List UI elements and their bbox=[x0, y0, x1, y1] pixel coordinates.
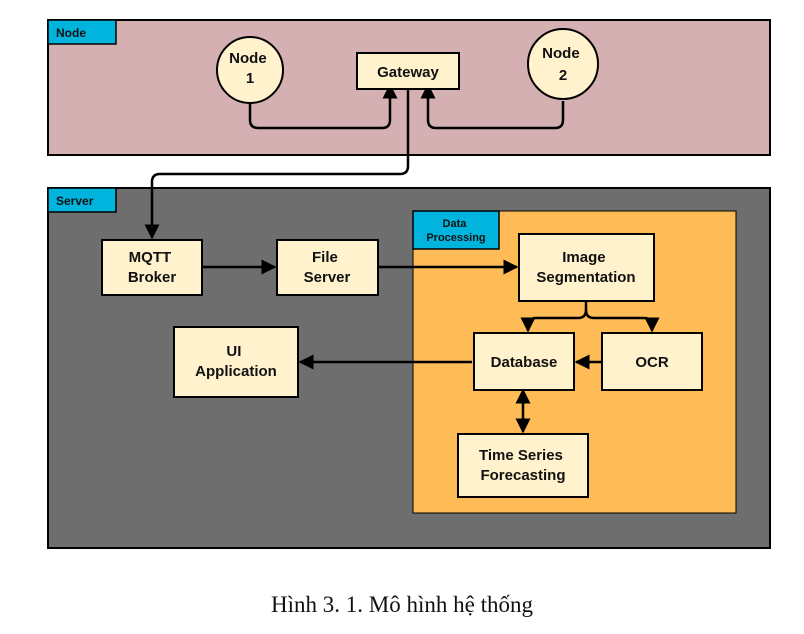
node-region-tag bbox=[47, 19, 117, 45]
file-server-label: File Server bbox=[304, 249, 351, 286]
database-box: Database bbox=[473, 332, 575, 391]
ui-application-box: UI Application bbox=[173, 326, 299, 398]
server-region-label: Server bbox=[56, 194, 94, 208]
node-1-label: Node 1 bbox=[229, 50, 271, 87]
edge-gateway-mqtt bbox=[144, 89, 410, 240]
connectors bbox=[144, 83, 660, 434]
node-region-label: Node bbox=[56, 26, 86, 40]
data-processing-label: Data Processing bbox=[426, 218, 485, 244]
node-2: Node 2 bbox=[527, 28, 599, 100]
node-1: Node 1 bbox=[216, 36, 284, 104]
ocr-box: OCR bbox=[601, 332, 703, 391]
mqtt-broker-box: MQTT Broker bbox=[101, 239, 203, 296]
server-region-tag bbox=[47, 187, 117, 213]
file-server-box: File Server bbox=[276, 239, 379, 296]
time-series-forecasting-label: Time Series Forecasting bbox=[479, 447, 567, 484]
data-processing-region-tag bbox=[412, 210, 500, 250]
gateway-label: Gateway bbox=[377, 64, 439, 81]
mqtt-broker-label: MQTT Broker bbox=[128, 249, 177, 286]
edge-node1-gateway bbox=[248, 83, 398, 130]
node-2-label: Node 2 bbox=[542, 45, 584, 84]
ui-application-label: UI Application bbox=[195, 343, 277, 380]
edge-node2-gateway bbox=[420, 83, 565, 130]
figure-caption: Hình 3. 1. Mô hình hệ thống bbox=[271, 592, 533, 617]
image-segmentation-box: Image Segmentation bbox=[518, 233, 655, 302]
edge-imageseg-ocr bbox=[584, 309, 660, 333]
database-label: Database bbox=[491, 354, 558, 371]
time-series-forecasting-box: Time Series Forecasting bbox=[457, 433, 589, 498]
image-segmentation-label: Image Segmentation bbox=[536, 249, 635, 286]
gateway-box: Gateway bbox=[356, 52, 460, 90]
ocr-label: OCR bbox=[635, 354, 669, 371]
